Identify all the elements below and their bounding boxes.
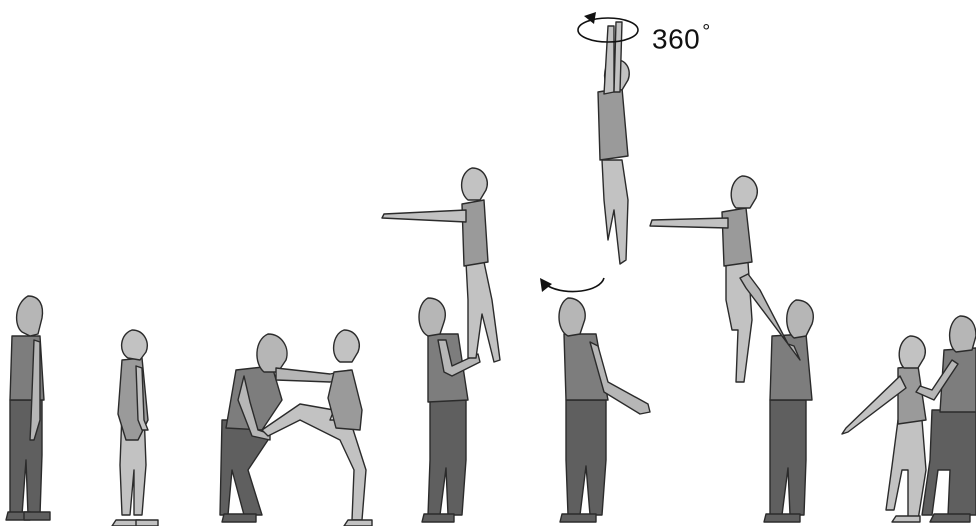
figure-woman-spinning: [598, 22, 629, 264]
figure-woman-standing: [112, 330, 158, 526]
figure-pair-landing-right: [842, 316, 976, 522]
curved-arrow-icon: [540, 278, 604, 292]
figure-pair-hand-stand: [382, 168, 500, 522]
figure-pair-lift-right: [650, 176, 813, 522]
figure-man-catcher-center: [559, 298, 650, 522]
figure-man-standing-left: [6, 296, 50, 520]
figure-pair-step-up: [220, 330, 372, 526]
